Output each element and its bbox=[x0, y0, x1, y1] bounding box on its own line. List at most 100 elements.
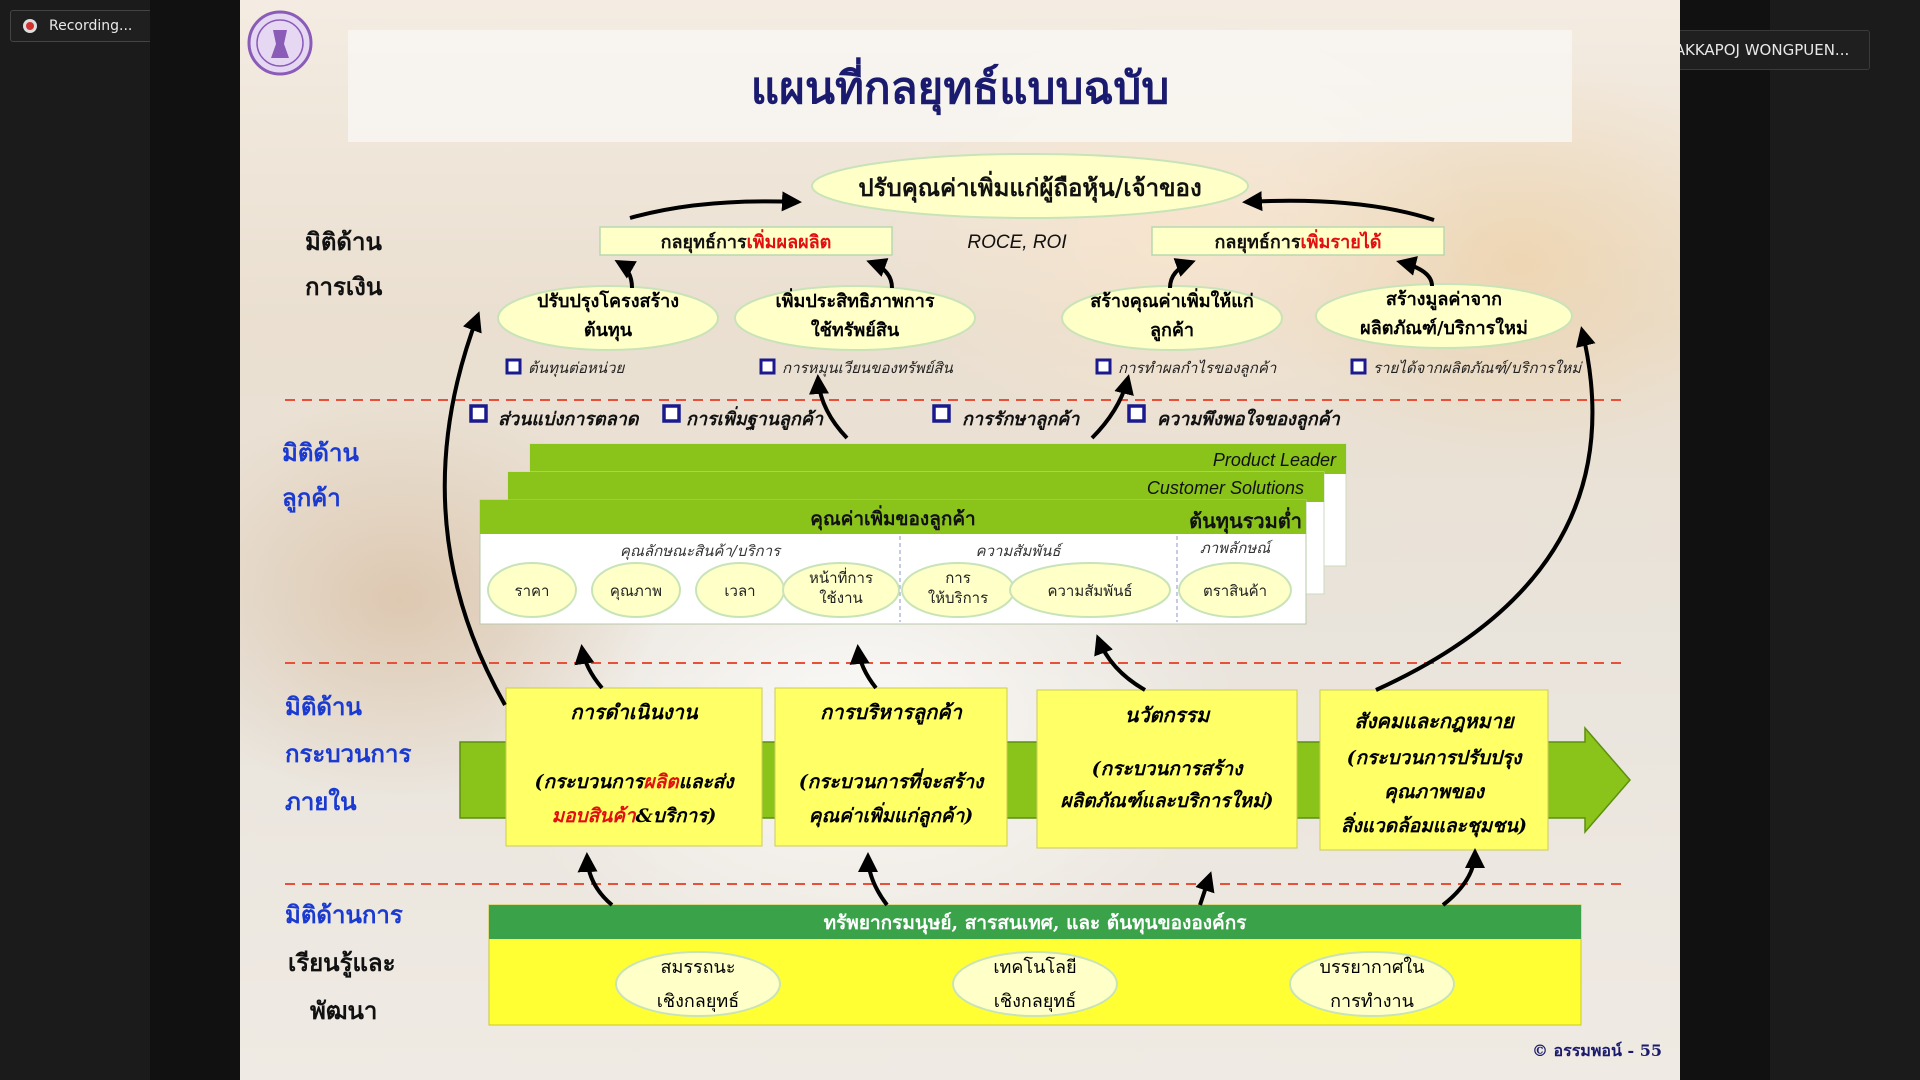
attribute-label: เวลา bbox=[724, 582, 755, 600]
learning-oval-climate bbox=[1289, 951, 1455, 1017]
checkbox-icon bbox=[662, 404, 681, 423]
dim-internal-line1: มิติด้าน bbox=[285, 692, 362, 721]
internal-box-4-line2: คุณภาพของ bbox=[1384, 781, 1485, 804]
attribute-label: ตราสินค้า bbox=[1203, 582, 1267, 600]
attribute-label: ใช้งาน bbox=[819, 589, 863, 607]
dim-learning-line2: เรียนรู้และ bbox=[288, 948, 396, 978]
recording-label: Recording... bbox=[49, 18, 133, 34]
attribute-label: หน้าที่การ bbox=[809, 567, 873, 587]
internal-box-1-line2: มอบสินค้า&บริการ) bbox=[552, 805, 717, 827]
learning-growth-header bbox=[489, 905, 1581, 939]
productivity-strategy-label: กลยุทธ์การเพิ่มผลผลิต bbox=[661, 229, 832, 254]
record-icon bbox=[23, 19, 37, 33]
internal-box-1-title: การดำเนินงาน bbox=[570, 700, 698, 724]
card-dividers bbox=[899, 536, 1178, 622]
internal-box-4-title: สังคมและกฎหมาย bbox=[1354, 709, 1516, 733]
slide-footer: © อรรมพอน์ - 55 bbox=[1532, 1041, 1662, 1060]
revenue-strategy-label: กลยุทธ์การเพิ่มรายได้ bbox=[1215, 229, 1382, 254]
right-letterbox bbox=[1680, 0, 1770, 1080]
attribute-label: ราคา bbox=[515, 582, 550, 600]
cust-measure-3: การรักษาลูกค้า bbox=[962, 409, 1080, 431]
internal-box-3-title: นวัตกรรม bbox=[1125, 703, 1211, 727]
checkbox-icon bbox=[1127, 404, 1146, 423]
cust-measure-1: ส่วนแบ่งการตลาด bbox=[498, 409, 640, 430]
fin-oval-4-line2: ผลิตภัณฑ์/บริการใหม่ bbox=[1360, 317, 1528, 339]
fin-oval-2-line2: ใช้ทรัพย์สิน bbox=[811, 319, 900, 341]
fin-oval-3-line1: สร้างคุณค่าเพิ่มให้แก่ bbox=[1090, 288, 1253, 313]
low-total-cost-label: ต้นทุนรวมต่ำ bbox=[1189, 506, 1302, 534]
attribute-label: ให้บริการ bbox=[928, 589, 988, 607]
revenue-strategy-box bbox=[1151, 226, 1445, 256]
fin-measure-3: การทำผลกำไรของลูกค้า bbox=[1118, 359, 1277, 377]
roce-roi-label: ROCE, ROI bbox=[967, 232, 1067, 253]
attribute-oval bbox=[591, 562, 681, 618]
learning-oval-3-line1: บรรยากาศใน bbox=[1320, 956, 1425, 978]
fin-measure-2: การหมุนเวียนของทรัพย์สิน bbox=[782, 359, 954, 377]
product-leader-label: Product Leader bbox=[1213, 450, 1337, 470]
learning-oval-2-line2: เชิงกลยุทธ์ bbox=[994, 991, 1077, 1012]
checkbox-icon bbox=[469, 404, 488, 423]
internal-box-operations bbox=[505, 687, 763, 847]
slide-title: แผนที่กลยุทธ์แบบฉบับ bbox=[751, 57, 1170, 116]
learning-oval-1-line2: เชิงกลยุทธ์ bbox=[657, 991, 740, 1012]
attribute-ovals: ราคาคุณภาพเวลาหน้าที่การใช้งานการให้บริก… bbox=[487, 562, 1292, 618]
dim-financial-line2: การเงิน bbox=[305, 272, 383, 301]
dim-learning-line1: มิติด้านการ bbox=[285, 900, 403, 929]
title-banner bbox=[348, 30, 1572, 142]
productivity-strategy-box bbox=[599, 226, 893, 256]
learning-header-text: ทรัพยากรมนุษย์, สารสนเทศ, และ ต้นทุนของอ… bbox=[824, 912, 1248, 935]
cust-measure-4: ความพึงพอใจของลูกค้า bbox=[1157, 408, 1341, 431]
internal-box-4-line3: สิ่งแวดล้อมและชุมชน) bbox=[1341, 812, 1527, 838]
attribute-label: การ bbox=[945, 569, 971, 587]
internal-box-2-line1: (กระบวนการที่จะสร้าง bbox=[799, 768, 985, 793]
internal-box-3-line1: (กระบวนการสร้าง bbox=[1092, 758, 1244, 780]
learning-oval-competency bbox=[615, 951, 781, 1017]
presentation-slide: แผนที่กลยุทธ์แบบฉบับ มิติด้าน การเงิน มิ… bbox=[240, 0, 1680, 1080]
dim-customer-line2: ลูกค้า bbox=[282, 483, 341, 513]
dim-internal-line3: ภายใน bbox=[285, 787, 357, 816]
internal-box-customer-mgmt bbox=[774, 687, 1008, 847]
customer-value-title: คุณค่าเพิ่มของลูกค้า bbox=[810, 505, 975, 531]
top-goal-text: ปรับคุณค่าเพิ่มแก่ผู้ถือหุ้น/เจ้าของ bbox=[858, 170, 1201, 204]
causal-arrows bbox=[442, 191, 1596, 907]
attribute-label: ความสัมพันธ์ bbox=[1047, 582, 1132, 600]
dim-learning-line3: พัฒนา bbox=[310, 996, 377, 1025]
fin-oval-1-line1: ปรับปรุงโครงสร้าง bbox=[537, 290, 679, 313]
attribute-oval bbox=[487, 562, 577, 618]
fin-oval-3-line2: ลูกค้า bbox=[1150, 320, 1194, 342]
checkbox-icon bbox=[1095, 358, 1112, 375]
group-label-relationship: ความสัมพันธ์ bbox=[975, 542, 1063, 560]
cust-measure-2: การเพิ่มฐานลูกค้า bbox=[686, 406, 824, 431]
internal-box-2-line2: คุณค่าเพิ่มแก่ลูกค้า) bbox=[809, 802, 974, 828]
customer-solutions-label: Customer Solutions bbox=[1147, 478, 1304, 498]
checkbox-icon bbox=[932, 404, 951, 423]
fin-oval-new-products bbox=[1315, 283, 1573, 349]
group-label-image: ภาพลักษณ์ bbox=[1200, 539, 1273, 557]
learning-oval-3-line2: การทำงาน bbox=[1330, 991, 1414, 1012]
internal-box-3-line2: ผลิตภัณฑ์และบริการใหม่) bbox=[1060, 789, 1273, 812]
fin-oval-cost-structure bbox=[497, 285, 719, 351]
shareholder-value-oval bbox=[811, 153, 1249, 219]
fin-oval-1-line2: ต้นทุน bbox=[584, 320, 633, 342]
learning-oval-2-line1: เทคโนโลยี bbox=[993, 956, 1076, 978]
dim-customer-line1: มิติด้าน bbox=[282, 438, 359, 467]
dim-financial-line1: มิติด้าน bbox=[305, 227, 382, 256]
attribute-oval bbox=[1009, 562, 1171, 618]
learning-oval-1-line1: สมรรถนะ bbox=[660, 957, 735, 978]
checkbox-icon bbox=[759, 358, 776, 375]
low-total-cost-header bbox=[480, 500, 1306, 534]
internal-box-4-line1: (กระบวนการปรับปรุง bbox=[1347, 747, 1524, 770]
attribute-oval bbox=[1178, 562, 1292, 618]
recording-indicator[interactable]: Recording... bbox=[10, 10, 164, 42]
dim-internal-line2: กระบวนการ bbox=[285, 739, 411, 768]
fin-oval-2-line1: เพิ่มประสิทธิภาพการ bbox=[776, 288, 935, 312]
checkbox-icon bbox=[1350, 358, 1367, 375]
fin-measure-4: รายได้จากผลิตภัณฑ์/บริการใหม่ bbox=[1373, 359, 1583, 377]
internal-box-social-legal bbox=[1319, 689, 1549, 851]
internal-box-innovation bbox=[1036, 689, 1298, 849]
fin-oval-asset-utilization bbox=[734, 285, 976, 351]
internal-box-1-line1: (กระบวนการผลิตและส่ง bbox=[534, 771, 735, 793]
university-seal-logo bbox=[247, 10, 313, 76]
group-label-attributes: คุณลักษณะสินค้า/บริการ bbox=[620, 542, 782, 560]
left-letterbox bbox=[150, 0, 240, 1080]
